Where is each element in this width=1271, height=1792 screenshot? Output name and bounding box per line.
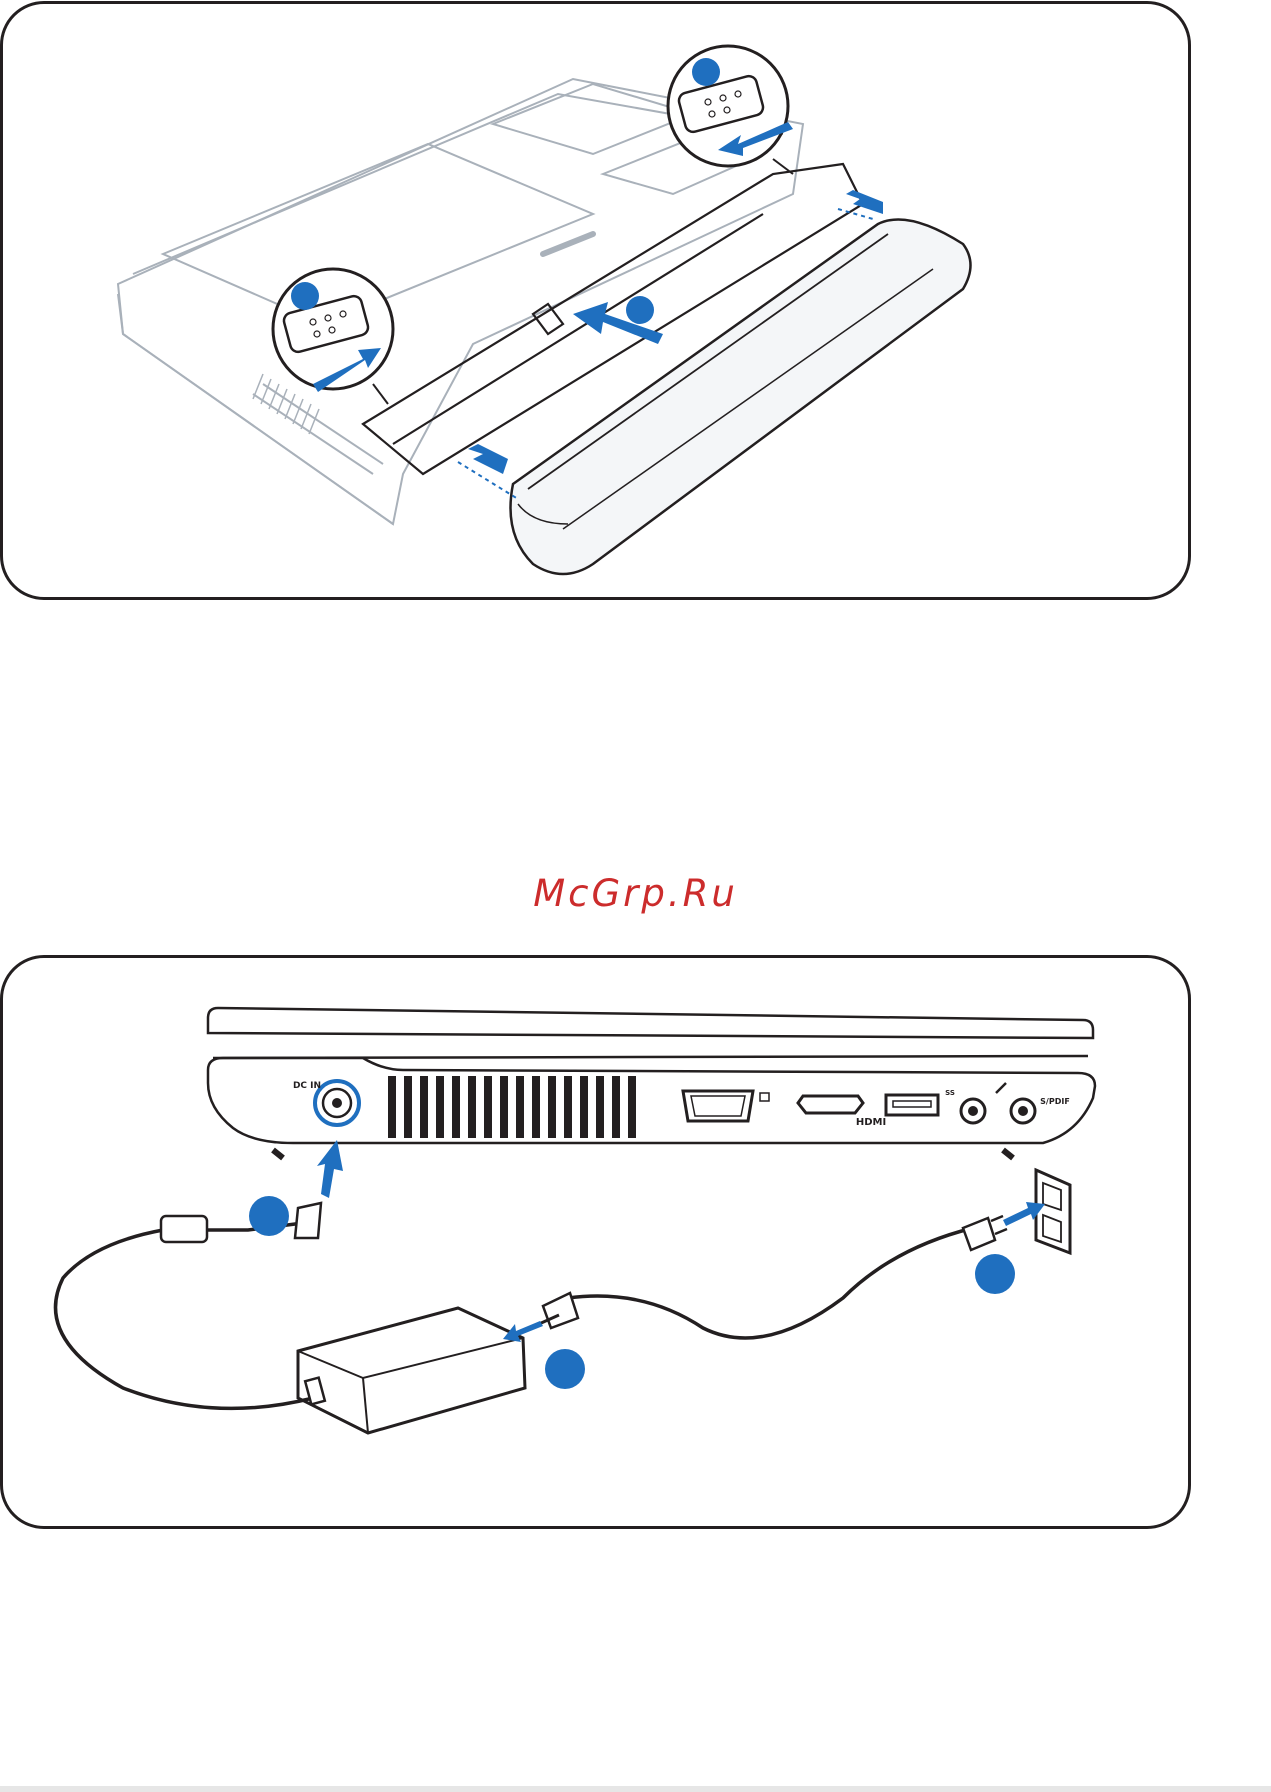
wall-outlet <box>1036 1170 1070 1253</box>
page-footer-band <box>0 1786 1271 1792</box>
ac-plug-adapter-end <box>539 1293 578 1328</box>
latch-zoom-right <box>668 46 793 174</box>
ac-cable <box>568 1228 973 1338</box>
dc-cable <box>56 1223 314 1408</box>
svg-text:DC IN: DC IN <box>293 1081 321 1091</box>
battery-install-drawing <box>3 4 1191 600</box>
step-callout-2 <box>545 1349 585 1389</box>
battery-install-illustration <box>0 1 1191 600</box>
step-callout-2 <box>626 296 654 324</box>
ac-plug-wall-end <box>963 1216 1007 1250</box>
step-callout-3 <box>692 58 720 86</box>
power-connect-drawing: DC IN HDMI SS S/PDIF <box>3 958 1191 1529</box>
step-callout-1 <box>249 1196 289 1236</box>
svg-text:HDMI: HDMI <box>856 1117 886 1128</box>
watermark-text: McGrp.Ru <box>0 872 1271 915</box>
step-callout-1 <box>291 282 319 310</box>
battery-pack <box>511 220 971 575</box>
arrow-to-dc-in <box>317 1140 343 1198</box>
power-adapter <box>298 1308 525 1433</box>
svg-text:S/PDIF: S/PDIF <box>1040 1097 1070 1106</box>
power-connect-illustration: DC IN HDMI SS S/PDIF <box>0 955 1191 1529</box>
latch-zoom-left <box>273 269 393 404</box>
step-callout-3 <box>975 1254 1015 1294</box>
svg-text:SS: SS <box>945 1089 955 1097</box>
